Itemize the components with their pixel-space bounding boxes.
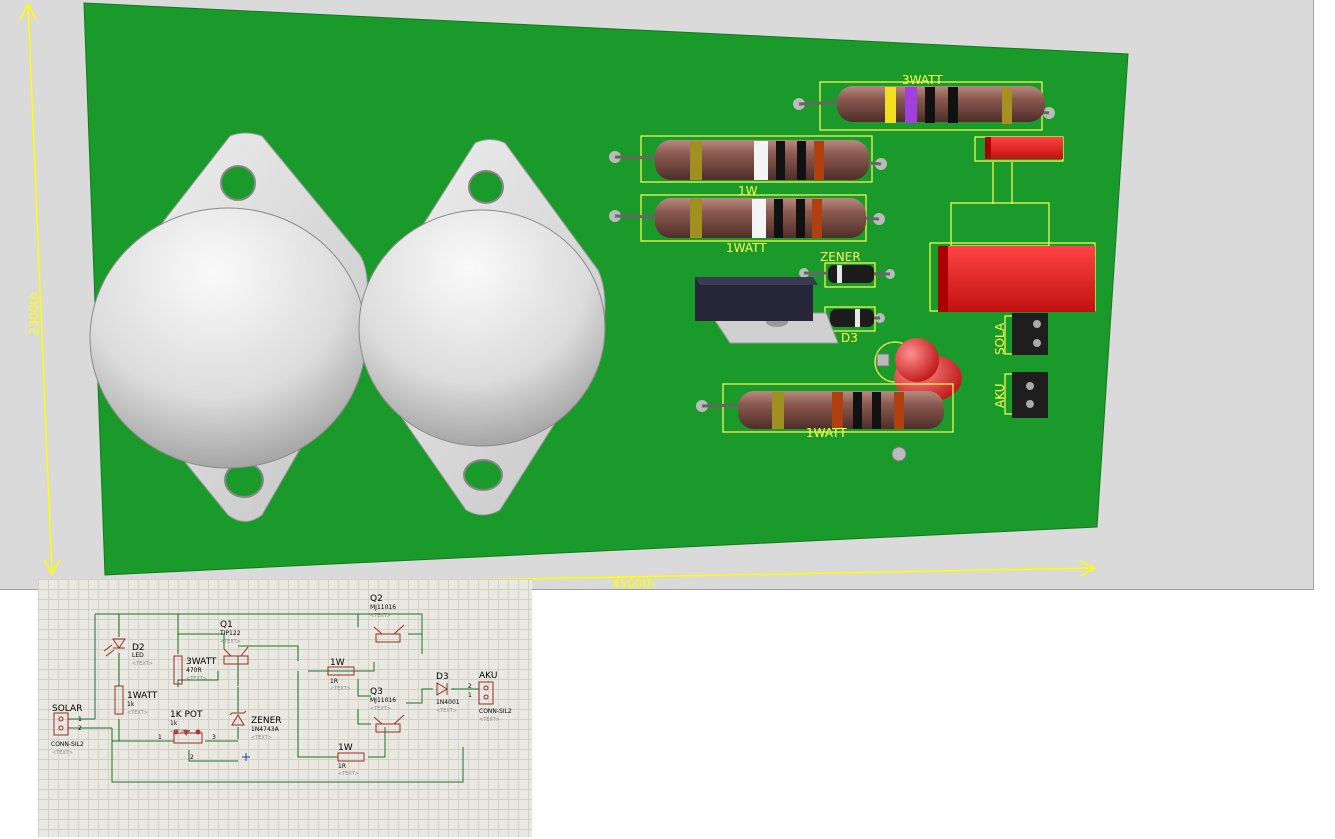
ref-1w-bottom: 1W: [338, 743, 353, 753]
silk-label-d3: D3: [841, 331, 858, 345]
text-1w-top: <TEXT>: [330, 686, 351, 692]
schematic-resistor-1w-bottom[interactable]: 1W 1R <TEXT>: [337, 743, 365, 777]
pin-aku-1: 1: [468, 692, 472, 699]
value-3watt: 470R: [186, 667, 202, 674]
silk-label-aku: AKU: [993, 383, 1007, 408]
value-aku: CONN-SIL2: [479, 708, 512, 715]
mounting-hole: [891, 446, 907, 462]
power-transistor-q3[interactable]: [358, 139, 606, 516]
value-q2: MJ11016: [370, 604, 396, 611]
ref-1watt: 1WATT: [127, 691, 158, 701]
schematic-wires: [68, 613, 479, 783]
schematic-conn-solar[interactable]: SOLAR 1 2 CONN-SIL2 <TEXT>: [51, 704, 84, 756]
ref-q3: Q3: [370, 687, 383, 697]
schematic-zener[interactable]: ZENER 1N4743A <TEXT>: [229, 710, 282, 741]
red-connector-small[interactable]: [974, 136, 1064, 162]
text-1watt: <TEXT>: [127, 710, 148, 716]
text-pot: <TEXT>: [170, 729, 191, 735]
dimension-width-label: 4500th: [612, 577, 655, 589]
transistor-q1-to220[interactable]: [695, 277, 839, 344]
ref-zener: ZENER: [251, 716, 282, 726]
ref-pot: 1K POT: [170, 710, 203, 720]
crosshair-cursor-icon: [242, 753, 250, 761]
ref-solar: SOLAR: [52, 704, 82, 714]
schematic-resistor-1w-top[interactable]: 1W 1R <TEXT>: [327, 658, 355, 692]
resistor-3watt[interactable]: 3WATT: [793, 73, 1055, 131]
schematic-pot[interactable]: 1K POT 1k <TEXT> 1 2 3: [158, 710, 216, 761]
value-d3: 1N4001: [436, 699, 460, 706]
text-q2: <TEXT>: [370, 613, 391, 619]
red-connector-large[interactable]: [929, 242, 1096, 312]
schematic-canvas[interactable]: SOLAR 1 2 CONN-SIL2 <TEXT> D2 LED <TEXT>…: [38, 579, 532, 837]
ref-d2: D2: [132, 643, 145, 653]
schematic-led-d2[interactable]: D2 LED <TEXT>: [103, 638, 153, 667]
value-1w-bottom: 1R: [338, 763, 346, 770]
silk-label-1w: 1W: [738, 184, 758, 198]
text-1w-bottom: <TEXT>: [338, 771, 359, 777]
ref-1w-top: 1W: [330, 658, 345, 668]
text-q1: <TEXT>: [220, 639, 241, 645]
value-q1: TIP122: [219, 630, 241, 637]
ref-aku: AKU: [479, 671, 497, 681]
terminal-solar[interactable]: SOLA: [993, 313, 1048, 355]
pcb-3d-canvas[interactable]: 2300th 4500th 3WATT: [0, 0, 1313, 589]
terminal-aku[interactable]: AKU: [993, 372, 1048, 418]
text-solar: <TEXT>: [52, 750, 73, 756]
value-1watt: 1k: [127, 701, 135, 708]
dimension-height-label: 2300th: [27, 292, 41, 335]
schematic-resistor-1watt[interactable]: 1WATT 1k <TEXT>: [114, 685, 158, 716]
text-d3: <TEXT>: [436, 708, 457, 714]
silk-label-1watt-a: 1WATT: [726, 241, 767, 255]
silk-label-1watt-b: 1WATT: [806, 426, 847, 440]
silk-label-3watt: 3WATT: [902, 73, 943, 87]
pin-pot-1: 1: [158, 734, 162, 741]
diode-d3[interactable]: D3: [820, 306, 885, 345]
text-3watt: <TEXT>: [186, 676, 207, 682]
schematic-transistor-q1[interactable]: Q1 TIP122 <TEXT>: [219, 620, 249, 665]
value-pot: 1k: [170, 720, 178, 727]
silk-label-zener: ZENER: [820, 250, 861, 264]
schematic-transistor-q2[interactable]: Q2 MJ11016 <TEXT>: [370, 594, 405, 643]
schematic-view[interactable]: SOLAR 1 2 CONN-SIL2 <TEXT> D2 LED <TEXT>…: [38, 579, 532, 837]
ref-q2: Q2: [370, 594, 383, 604]
pin-aku-2: 2: [468, 683, 472, 690]
value-zener: 1N4743A: [251, 726, 280, 733]
schematic-transistor-q3[interactable]: Q3 MJ11016 <TEXT>: [370, 687, 405, 733]
silk-label-solar: SOLA: [993, 322, 1007, 355]
schematic-conn-aku[interactable]: AKU 2 1 CONN-SIL2 <TEXT>: [468, 671, 512, 723]
resistor-1w[interactable]: 1W: [609, 135, 887, 198]
ref-q1: Q1: [220, 620, 233, 630]
led-d2[interactable]: [874, 338, 962, 402]
value-solar: CONN-SIL2: [51, 741, 84, 748]
pin-solar-2: 2: [78, 725, 82, 732]
schematic-resistor-3watt[interactable]: 3WATT 470R <TEXT>: [173, 655, 217, 685]
pin-pot-2: 2: [190, 754, 194, 761]
diode-zener[interactable]: ZENER: [799, 250, 895, 288]
pin-pot-3: 3: [212, 734, 216, 741]
pcb-3d-viewer[interactable]: 2300th 4500th 3WATT: [0, 0, 1314, 590]
text-q3: <TEXT>: [370, 706, 391, 712]
resistor-1watt-b[interactable]: 1WATT: [696, 383, 954, 440]
value-d2: LED: [132, 652, 144, 659]
dimension-height: 2300th: [19, 2, 61, 576]
text-d2: <TEXT>: [132, 661, 153, 667]
value-1w-top: 1R: [330, 678, 338, 685]
text-aku: <TEXT>: [479, 717, 500, 723]
ref-3watt: 3WATT: [186, 657, 217, 667]
text-zener: <TEXT>: [251, 735, 272, 741]
value-q3: MJ11016: [370, 697, 396, 704]
resistor-1watt-a[interactable]: 1WATT: [609, 194, 885, 255]
power-transistor-q2[interactable]: [89, 132, 368, 522]
schematic-diode-d3[interactable]: D3 1N4001 <TEXT>: [436, 672, 460, 714]
pin-solar-1: 1: [78, 716, 82, 723]
ref-d3: D3: [436, 672, 449, 682]
